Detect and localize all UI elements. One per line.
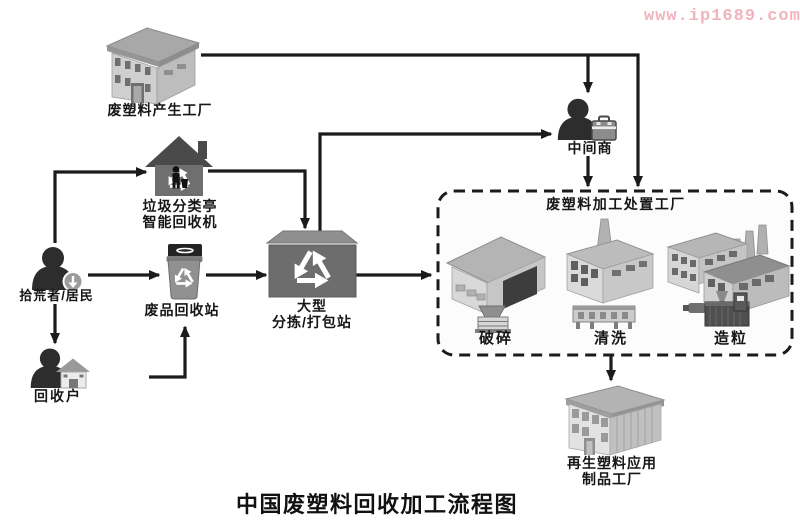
crushing-machine-icon	[445, 236, 547, 333]
middleman-icon	[557, 98, 617, 141]
washing-plant-icon	[565, 218, 655, 329]
sorting-station-label-line2: 分拣/打包站	[272, 313, 352, 330]
arrow-household-to-waste-station	[149, 325, 190, 379]
sorting-station-icon	[265, 230, 359, 298]
smart-kiosk-label-line1: 垃圾分类亭	[142, 198, 218, 214]
flow-arrows	[50, 53, 643, 382]
arrow-factory-to-plant	[201, 53, 643, 188]
watermark: www.ip1689.com	[644, 7, 800, 26]
processing-plant-title: 废塑料加工处置工厂	[546, 196, 686, 212]
recycle-household-label: 回收户	[34, 388, 82, 404]
smart-kiosk-label-line2: 智能回收机	[142, 213, 218, 230]
machine-label-crushing: 破碎	[478, 330, 513, 347]
pelletizing-plant-icon	[666, 224, 791, 327]
middleman-label: 中间商	[567, 140, 613, 156]
arrow-kiosk-to-sorting	[208, 169, 310, 230]
sorting-station-label: 大型 分拣/打包站	[250, 298, 374, 331]
arrow-scavenger-to-kiosk	[53, 167, 148, 243]
waste-station-icon	[166, 244, 203, 300]
scavenger-label: 拾荒者/居民	[19, 288, 94, 303]
product-factory-label: 再生塑料应用 制品工厂	[532, 455, 692, 488]
sorting-station-label-line1: 大型	[297, 298, 327, 314]
smart-kiosk-icon	[145, 136, 213, 196]
source-factory-icon	[105, 27, 201, 105]
smart-kiosk-label: 垃圾分类亭 智能回收机	[110, 198, 250, 231]
source-factory-label: 废塑料产生工厂	[107, 102, 213, 118]
arrow-sorting-to-middleman	[318, 129, 553, 232]
waste-station-label: 废品回收站	[144, 302, 220, 318]
product-factory-label-line2: 制品工厂	[582, 470, 642, 487]
scavenger-icon	[32, 247, 84, 292]
machine-label-pelletizing: 造粒	[713, 330, 748, 347]
recycle-household-icon	[30, 348, 90, 389]
machine-label-washing: 清洗	[593, 330, 628, 347]
page-title: 中国废塑料回收加工流程图	[235, 492, 518, 517]
product-factory-icon	[564, 385, 666, 456]
product-factory-label-line1: 再生塑料应用	[567, 455, 657, 471]
